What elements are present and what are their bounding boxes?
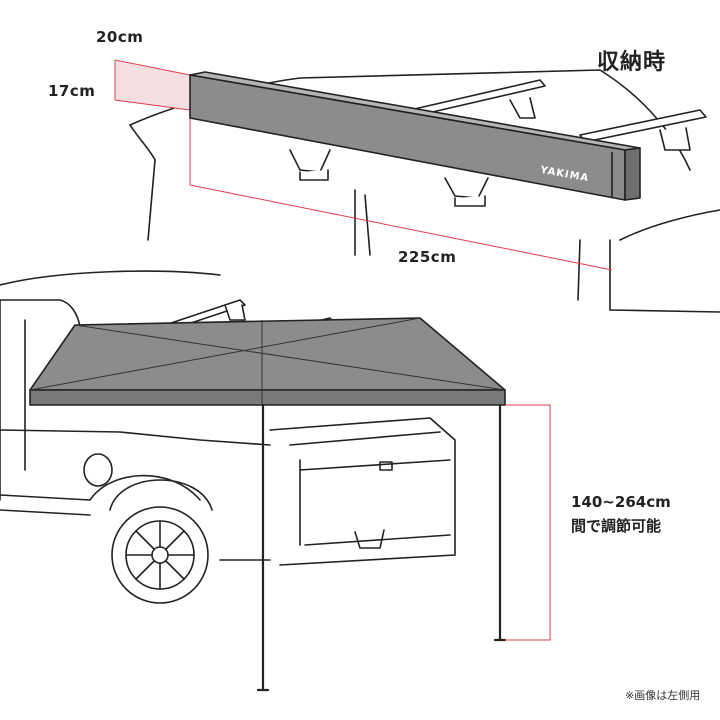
height-dimension-label: 17cm bbox=[48, 82, 96, 100]
awning-mounts bbox=[289, 149, 489, 207]
adjust-range-text: 間で調節可能 bbox=[571, 517, 662, 535]
footnote: ※画像は左側用 bbox=[625, 689, 701, 702]
awning-bag bbox=[189, 71, 641, 201]
adjust-range-value: 140~264cm bbox=[571, 493, 671, 511]
support-poles bbox=[256, 403, 507, 692]
awning-canopy bbox=[29, 317, 506, 406]
length-dimension-label: 225cm bbox=[398, 248, 457, 266]
stowed-title: 収納時 bbox=[597, 50, 667, 75]
roof-rails bbox=[409, 79, 707, 151]
height-bracket bbox=[505, 404, 551, 641]
width-dimension-label: 20cm bbox=[96, 28, 144, 46]
adjust-range-label: 140~264cm 間で調節可能 bbox=[571, 490, 671, 538]
dimension-guides bbox=[114, 59, 613, 271]
